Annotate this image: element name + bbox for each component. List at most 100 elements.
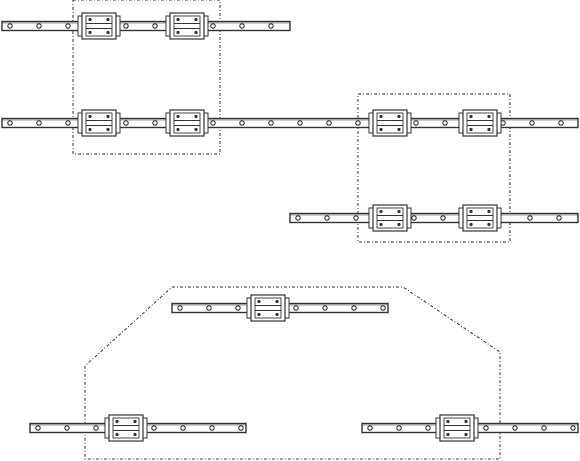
block-top-plate <box>466 112 494 134</box>
block-mounting-hole <box>397 114 401 119</box>
block-mounting-hole <box>275 299 279 304</box>
block-end-cap-right <box>496 207 502 229</box>
rail-hole <box>295 215 301 221</box>
block-mounting-hole <box>176 114 180 119</box>
rail-hole <box>293 305 299 311</box>
rail-hole <box>209 425 215 431</box>
rail-2 <box>1 109 579 137</box>
rail-hole <box>353 215 359 221</box>
block-mounting-hole <box>106 30 110 35</box>
carriage-block <box>165 109 209 137</box>
rail-4 <box>171 294 389 322</box>
block-mounting-hole <box>464 432 468 437</box>
rail-hole <box>7 23 13 29</box>
carriage-block <box>165 12 209 40</box>
block-mounting-hole <box>446 432 450 437</box>
rail-hole <box>235 305 241 311</box>
rail-body <box>1 20 291 32</box>
block-body <box>169 109 205 137</box>
rail-1 <box>1 12 291 40</box>
block-mounting-hole <box>106 114 110 119</box>
right-group <box>357 93 511 243</box>
block-mounting-hole <box>379 209 383 214</box>
block-mounting-hole <box>257 299 261 304</box>
rail-hole <box>180 425 186 431</box>
rail-hole <box>326 120 332 126</box>
block-top-plate <box>376 207 404 229</box>
block-mounting-hole <box>133 419 137 424</box>
block-end-cap-right <box>406 207 412 229</box>
block-mounting-hole <box>88 114 92 119</box>
block-mounting-hole <box>469 127 473 132</box>
rail-hole <box>210 23 216 29</box>
block-end-cap-right <box>142 417 148 439</box>
block-mounting-hole <box>176 127 180 132</box>
block-mounting-hole <box>469 114 473 119</box>
block-mounting-hole <box>464 419 468 424</box>
rail-hole <box>558 120 564 126</box>
block-mounting-hole <box>106 17 110 22</box>
block-end-cap-right <box>473 417 479 439</box>
rail-hole <box>367 425 373 431</box>
block-mounting-hole <box>176 30 180 35</box>
rail-hole <box>177 305 183 311</box>
rail-3 <box>289 204 579 232</box>
block-end-cap-left <box>368 112 374 134</box>
block-body <box>169 12 205 40</box>
rail-hole <box>65 23 71 29</box>
block-mounting-hole <box>194 17 198 22</box>
block-mounting-hole <box>379 222 383 227</box>
bottom-group <box>84 286 501 460</box>
block-end-cap-left <box>458 112 464 134</box>
rail-hole <box>268 23 274 29</box>
rail-hole <box>442 120 448 126</box>
block-body <box>81 109 117 137</box>
block-end-cap-left <box>165 112 171 134</box>
block-mounting-hole <box>176 17 180 22</box>
block-end-cap-left <box>458 207 464 229</box>
block-end-cap-left <box>368 207 374 229</box>
rail-hole <box>355 120 361 126</box>
carriage-block <box>458 109 502 137</box>
block-mounting-hole <box>469 222 473 227</box>
carriage-block <box>104 414 148 442</box>
block-mounting-hole <box>487 114 491 119</box>
rail-hole <box>7 120 13 126</box>
block-mounting-hole <box>275 312 279 317</box>
block-body <box>439 414 475 442</box>
rail-hole <box>210 120 216 126</box>
group-outlines <box>72 0 511 460</box>
block-body <box>81 12 117 40</box>
rail-hole <box>527 215 533 221</box>
rail-hole <box>152 120 158 126</box>
block-mounting-hole <box>106 127 110 132</box>
rail-hole <box>570 425 576 431</box>
rail-hole <box>93 425 99 431</box>
block-mounting-hole <box>133 432 137 437</box>
rail-hole <box>396 425 402 431</box>
rail-hole <box>322 305 328 311</box>
carriage-block <box>368 109 412 137</box>
block-body <box>250 294 286 322</box>
block-body <box>372 109 408 137</box>
rail-body <box>1 117 579 129</box>
block-mounting-hole <box>469 209 473 214</box>
rail-hole <box>351 305 357 311</box>
rail-5 <box>29 414 247 442</box>
rail-hole <box>65 120 71 126</box>
block-mounting-hole <box>194 30 198 35</box>
carriage-block <box>246 294 290 322</box>
block-body <box>372 204 408 232</box>
rail-hole <box>512 425 518 431</box>
rail-hole <box>556 215 562 221</box>
block-body <box>462 204 498 232</box>
block-mounting-hole <box>397 222 401 227</box>
block-top-plate <box>466 207 494 229</box>
rail-hole <box>64 425 70 431</box>
block-end-cap-right <box>203 15 209 37</box>
rail-hole <box>238 425 244 431</box>
rail-hole <box>268 120 274 126</box>
carriage-block <box>435 414 479 442</box>
block-end-cap-right <box>496 112 502 134</box>
